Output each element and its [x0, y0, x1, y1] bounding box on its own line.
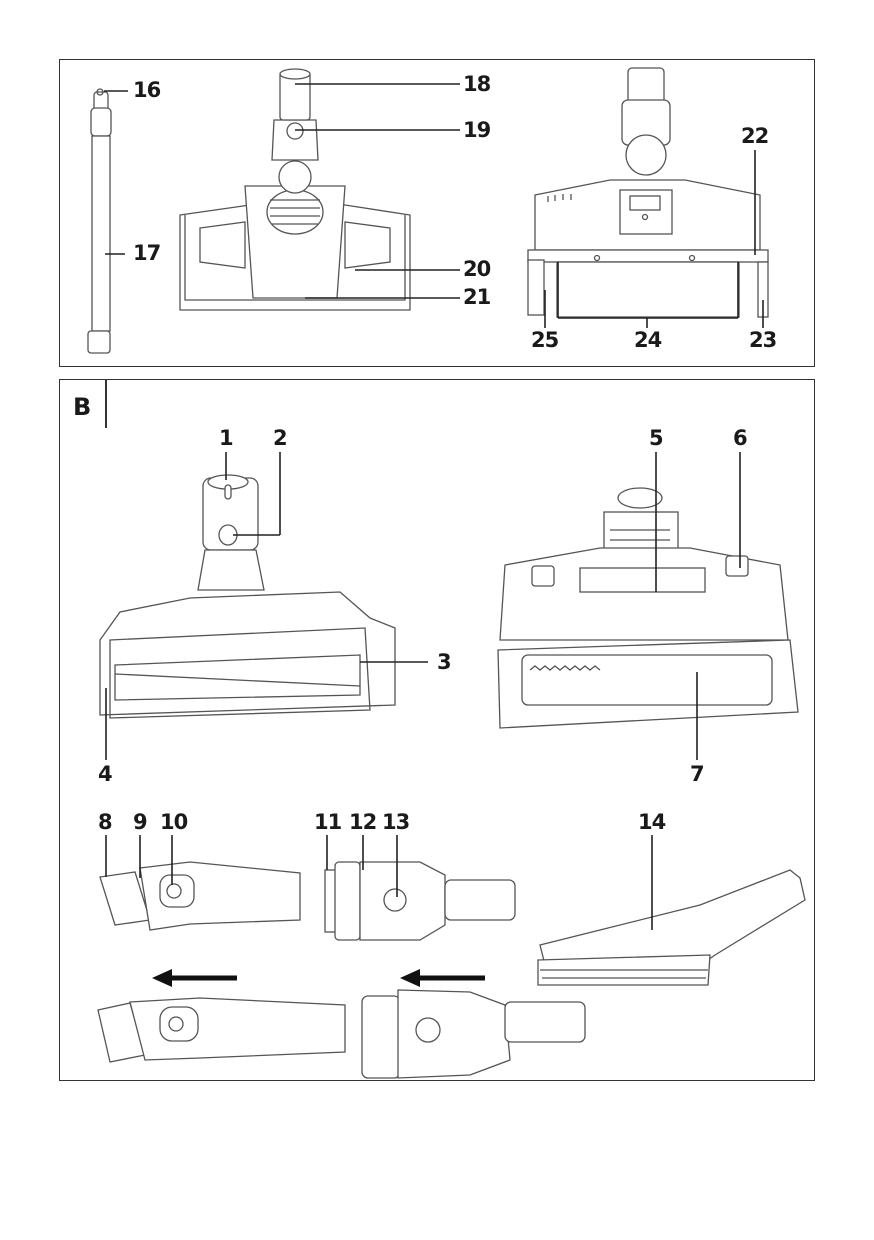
crevice-tool-assembled-drawing [97, 997, 346, 1063]
brush-head-bottom-drawing [497, 487, 799, 729]
callout-14: 14 [638, 810, 666, 834]
callout-24: 24 [634, 328, 662, 352]
dusting-brush-assembled-drawing [361, 989, 586, 1079]
crevice-tool-drawing [99, 861, 301, 931]
callout-9: 9 [133, 810, 148, 834]
brush-head-top-drawing [99, 474, 396, 719]
callout-7: 7 [690, 762, 705, 786]
callout-13: 13 [382, 810, 410, 834]
callout-8: 8 [98, 810, 113, 834]
dusting-brush-drawing [324, 861, 516, 941]
callout-17: 17 [133, 241, 161, 265]
floor-head-rear-drawing [527, 67, 769, 318]
arrow-left-icon-1 [152, 969, 237, 987]
callout-18: 18 [463, 72, 491, 96]
callout-20: 20 [463, 257, 491, 281]
figure-panel-a [59, 59, 815, 367]
floor-head-front-drawing [179, 68, 411, 311]
callout-19: 19 [463, 118, 491, 142]
callout-23: 23 [749, 328, 777, 352]
arrow-left-icon-2 [400, 969, 485, 987]
callout-25: 25 [531, 328, 559, 352]
callout-12: 12 [349, 810, 377, 834]
callout-4: 4 [98, 762, 113, 786]
callout-2: 2 [273, 426, 288, 450]
panel-b-title: B [73, 393, 91, 421]
callout-22: 22 [741, 124, 769, 148]
callout-16: 16 [133, 78, 161, 102]
callout-5: 5 [649, 426, 664, 450]
callout-10: 10 [160, 810, 188, 834]
callout-11: 11 [314, 810, 342, 834]
upholstery-brush-drawing [537, 869, 806, 986]
extension-tube-drawing [87, 88, 112, 354]
figure-panel-b [59, 379, 815, 1081]
panel-b-title-divider [105, 380, 107, 428]
callout-21: 21 [463, 285, 491, 309]
callout-3: 3 [437, 650, 452, 674]
callout-6: 6 [733, 426, 748, 450]
callout-1: 1 [219, 426, 234, 450]
